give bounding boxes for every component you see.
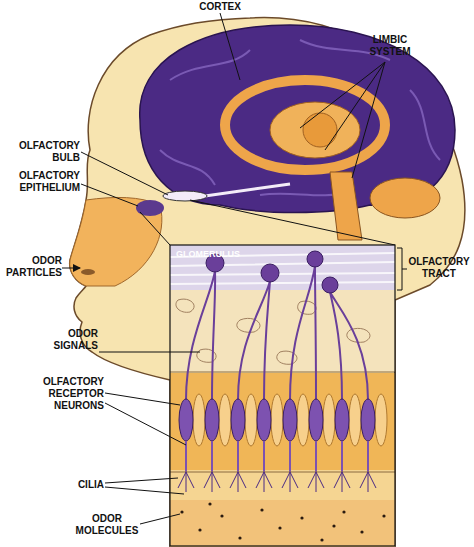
support-cell	[245, 394, 257, 446]
support-cell	[297, 394, 309, 446]
support-cell	[375, 394, 387, 446]
receptor-neuron	[179, 399, 193, 441]
inset-frame	[170, 245, 395, 546]
tract-layer	[170, 245, 395, 290]
part-label: CILIA	[56, 479, 104, 491]
odor-molecule	[332, 524, 335, 527]
cortex-gyri	[160, 40, 440, 195]
part-label: GLOMERULUS	[176, 248, 266, 260]
leader-line	[105, 478, 178, 483]
odor-molecule	[360, 530, 363, 533]
olfactory-tract-line	[205, 184, 290, 196]
odor-molecule	[278, 526, 281, 529]
part-label: CORTEX	[190, 1, 250, 13]
thalamus	[303, 113, 337, 147]
receptor-neuron	[283, 399, 297, 441]
cilia-layer	[170, 470, 395, 500]
odor-molecule	[320, 538, 323, 541]
basal-line	[170, 372, 395, 373]
part-label: ODOR MOLECULES	[74, 513, 140, 537]
leader-line	[105, 487, 184, 494]
cilia-surface	[170, 472, 395, 473]
leader-line	[352, 62, 385, 178]
support-cell	[323, 394, 335, 446]
part-label: ODOR PARTICLES	[0, 255, 62, 279]
support-cell	[219, 394, 231, 446]
receptor-neurons	[179, 399, 375, 441]
mucus-layer	[170, 500, 395, 547]
leader-lines	[62, 13, 407, 524]
limbic-ring	[225, 80, 385, 170]
receptor-neuron	[205, 399, 219, 441]
glomerulus	[261, 264, 279, 282]
zoom-line	[140, 212, 170, 245]
zoom-line	[190, 200, 395, 245]
odor-molecule	[208, 502, 211, 505]
odor-molecule	[300, 516, 303, 519]
receptor-neuron	[309, 399, 323, 441]
odor-molecule	[238, 536, 241, 539]
leader-line	[81, 184, 138, 206]
part-label: OLFACTORY TRACT	[405, 256, 473, 280]
leader-line	[140, 514, 180, 524]
support-cells	[193, 394, 387, 446]
receptor-neuron	[231, 399, 245, 441]
support-cell	[271, 394, 283, 446]
odor-molecule	[220, 514, 223, 517]
leader-line	[105, 393, 180, 405]
head-profile	[70, 18, 465, 547]
odor-molecule	[198, 528, 201, 531]
odor-molecule	[342, 510, 345, 513]
leader-line	[105, 403, 186, 445]
odor-molecule	[180, 510, 183, 513]
cilia	[178, 472, 376, 492]
dendrites	[186, 441, 368, 472]
glomerulus	[307, 251, 323, 267]
glomerulus	[322, 277, 338, 293]
support-cell	[193, 394, 205, 446]
axons	[186, 266, 368, 400]
receptor-neuron	[257, 399, 271, 441]
bone-layer	[170, 290, 395, 372]
part-label: ODOR SIGNALS	[22, 328, 98, 352]
part-label: OLFACTORY BULB	[0, 140, 80, 164]
odor-molecule	[260, 508, 263, 511]
part-label: OLFACTORY EPITHELIUM	[0, 170, 80, 194]
leader-line	[62, 268, 80, 269]
tract-bracket	[397, 248, 407, 290]
receptor-neuron	[361, 399, 375, 441]
leader-line	[99, 352, 200, 353]
leader-line	[300, 62, 385, 128]
cell-layer	[170, 373, 395, 470]
olfactory-epithelium	[136, 200, 164, 216]
part-label: OLFACTORY RECEPTOR NEURONS	[10, 376, 104, 412]
odor-molecule	[382, 514, 385, 517]
receptor-neuron	[335, 399, 349, 441]
leader-line	[220, 13, 240, 80]
part-label: LIMBIC SYSTEM	[358, 34, 422, 58]
olfactory-bulb	[163, 191, 207, 201]
leader-line	[325, 62, 385, 150]
odor-molecules	[180, 502, 385, 541]
limbic-core	[270, 102, 360, 158]
nostril	[81, 269, 95, 275]
brainstem	[330, 172, 362, 240]
support-cell	[349, 394, 361, 446]
cerebellum	[370, 178, 440, 218]
